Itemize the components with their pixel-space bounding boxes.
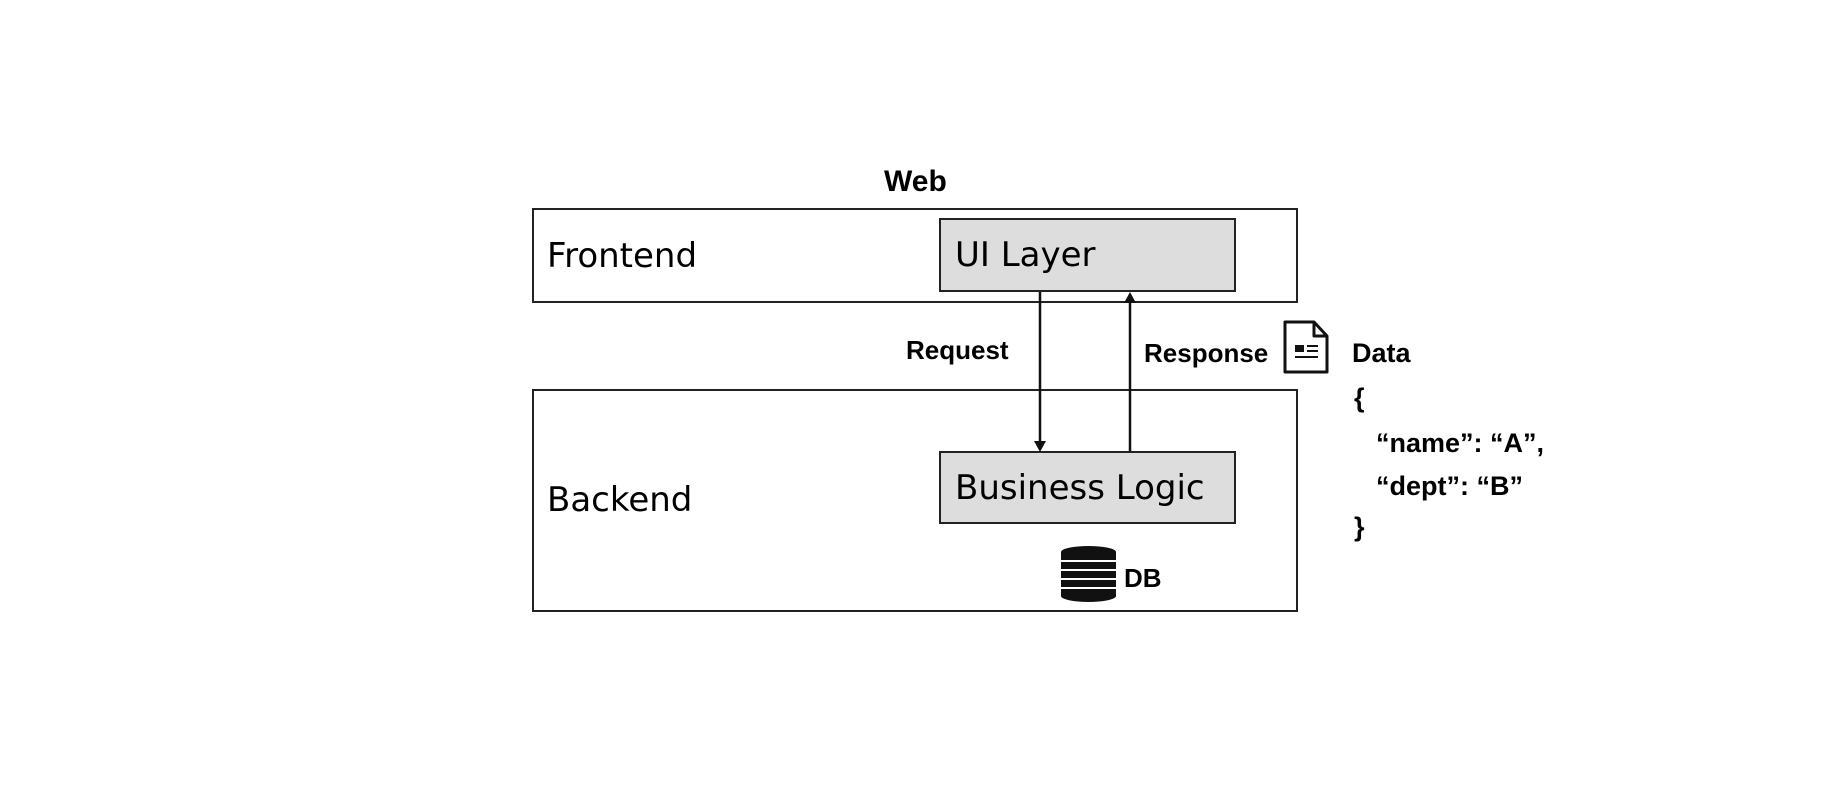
json-line: “name”: “A”, xyxy=(1376,428,1545,458)
frontend-label: Frontend xyxy=(547,236,698,276)
db-label: DB xyxy=(1124,563,1162,593)
diagram-title: Web xyxy=(884,165,947,198)
request-arrow xyxy=(1034,292,1046,452)
document-icon xyxy=(1283,320,1329,374)
data-label: Data xyxy=(1352,338,1411,368)
json-line: } xyxy=(1354,512,1365,542)
request-label: Request xyxy=(906,335,1009,365)
backend-label: Backend xyxy=(547,480,693,520)
database-icon xyxy=(1061,546,1116,602)
json-line: { xyxy=(1354,383,1365,413)
json-line: “dept”: “B” xyxy=(1376,471,1523,501)
response-arrow xyxy=(1124,292,1136,451)
business-logic-box: Business Logic xyxy=(939,451,1236,524)
response-label: Response xyxy=(1144,338,1269,368)
ui-layer-label: UI Layer xyxy=(955,235,1096,275)
ui-layer-box: UI Layer xyxy=(939,218,1236,292)
business-logic-label: Business Logic xyxy=(955,467,1205,508)
